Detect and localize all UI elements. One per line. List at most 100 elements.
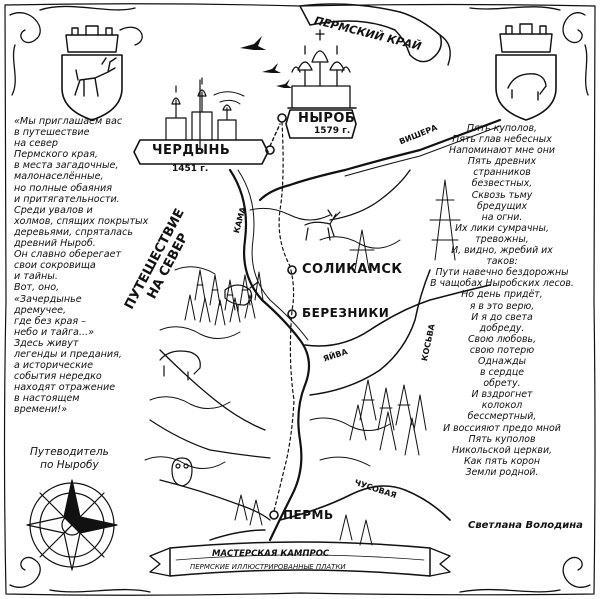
poem-line: колокол xyxy=(481,400,523,412)
invitation-line: Среди увалов и xyxy=(14,204,93,216)
nyrob-frame xyxy=(285,109,357,139)
invitation-line: легенды и предания, xyxy=(14,348,122,360)
poem-line: Напоминают мне они xyxy=(449,145,555,157)
invitation-line: где без края – xyxy=(14,315,86,327)
chusovaya-river xyxy=(279,485,451,521)
poem-line: Пути навечно бездорожны xyxy=(435,267,569,279)
invitation-line: свои сокровища xyxy=(14,260,96,272)
poem-line: И я до света xyxy=(471,311,533,323)
poem-line: Пять древних xyxy=(467,156,537,168)
coat-of-arms-right-icon xyxy=(495,23,557,121)
cherdyn-label: ЧЕРДЫНЬ xyxy=(152,143,231,158)
poem-line: Как пять корон xyxy=(464,455,540,467)
perm-marker xyxy=(269,510,279,520)
poem-line: Пять куполов, xyxy=(467,123,537,134)
scroll-ornament-bottom-right xyxy=(459,556,591,593)
invitation-line: «Зачердынье xyxy=(14,293,82,305)
nyrob-marker xyxy=(277,113,287,123)
poem-line: обрету. xyxy=(483,378,521,390)
poem-line: Их лики сумрачны, xyxy=(455,222,549,234)
scroll-ornament-top-left xyxy=(9,5,143,96)
poem-line: безвестных, xyxy=(471,178,533,190)
tree-icon xyxy=(184,179,461,546)
kosva-river xyxy=(309,269,431,396)
kama-river xyxy=(228,168,311,542)
berezniki-label: БЕРЕЗНИКИ xyxy=(302,306,390,320)
workshop-title: МАСТЕРСКАЯ КАМПРОС xyxy=(212,549,330,559)
invitation-line: в путешествие xyxy=(14,127,90,139)
invitation-line: дремучее, xyxy=(14,304,67,316)
invitation-line: «Мы приглашаем вас xyxy=(14,116,123,127)
poem-line: на огни. xyxy=(481,211,523,223)
invitation-line: в места загадочные, xyxy=(14,160,119,172)
poem-line: Пять глав небесных xyxy=(452,134,552,146)
invitation-line: небо и тайга...» xyxy=(14,326,94,338)
poem-line: В чащобах Ныробских лесов. xyxy=(430,278,574,290)
poem-line: странников xyxy=(473,167,531,179)
coat-of-arms-left-icon xyxy=(61,25,123,121)
capercaillie-icon xyxy=(224,281,259,313)
invitation-line: Вот, оно, xyxy=(14,282,60,294)
invitation-line: и притягательности. xyxy=(14,193,120,205)
poem-line: бредущих xyxy=(476,200,527,212)
invitation-line: находят отражение xyxy=(14,382,116,394)
region-title-banner xyxy=(299,3,451,66)
poem-line: Земли родной. xyxy=(465,466,539,478)
invitation-line: времени!» xyxy=(14,404,68,416)
poem-line: тревожны, xyxy=(475,233,529,245)
poem-line: Однажды xyxy=(477,355,527,367)
guide-label-line-1: Путеводитель xyxy=(30,446,109,458)
workshop-subtitle: ПЕРМСКИЕ ИЛЛЮСТРИРОВАННЫЕ ПЛАТКИ xyxy=(190,563,346,571)
workshop-banner xyxy=(149,541,451,577)
cherdyn-church-icon xyxy=(165,77,237,149)
invitation-line: в настоящем xyxy=(14,393,80,405)
poem-line: Никольской церкви, xyxy=(451,444,553,456)
poem-author: Светлана Володина xyxy=(468,520,583,531)
bird-icon xyxy=(240,36,292,88)
guide-label-line-2: по Ныробу xyxy=(40,459,99,471)
poem-line: Но день придёт, xyxy=(461,289,543,301)
invitation-line: деревьями, спряталась xyxy=(14,226,133,238)
invitation-line: Он славно оберегает xyxy=(14,249,122,261)
invitation-line: малонаселённые, xyxy=(14,171,104,183)
poem-line: я в это верю, xyxy=(469,300,535,312)
poem-line: И, видно, жребий их xyxy=(451,245,553,257)
invitation-line: на север xyxy=(14,138,59,150)
solikamsk-marker xyxy=(287,265,297,275)
poem-line: Свою любовь, xyxy=(467,333,537,345)
deer-icon xyxy=(304,209,341,241)
invitation-line: Здесь живут xyxy=(14,337,79,349)
invitation-line: события нередко xyxy=(14,371,102,383)
poem-line: таков: xyxy=(486,256,518,268)
poem-line: И вздрогнет xyxy=(471,389,533,401)
route-line xyxy=(273,121,295,512)
poem-line: бессмертный, xyxy=(467,411,537,423)
perm-label: ПЕРМЬ xyxy=(283,508,334,522)
poem-line: Пять куполов xyxy=(468,433,536,445)
compass-rose-icon xyxy=(26,479,118,571)
vishera-river xyxy=(258,118,502,202)
scroll-ornament-bottom-left xyxy=(9,556,151,593)
poem-line: И воссияют предо мной xyxy=(443,422,561,434)
yayva-river xyxy=(304,284,491,347)
cherdyn-year: 1451 г. xyxy=(172,164,209,174)
church-icon xyxy=(287,29,357,109)
invitation-line: Пермского края, xyxy=(14,149,98,161)
solikamsk-label: СОЛИКАМСК xyxy=(302,262,403,277)
poem-line: в сердце xyxy=(479,367,524,379)
nyrob-year: 1579 г. xyxy=(314,126,351,136)
route-line-cherdyn xyxy=(269,123,281,147)
invitation-line: холмов, спящих покрытых xyxy=(14,215,149,227)
invitation-line: и тайны. xyxy=(14,271,58,283)
owl-icon xyxy=(171,457,193,487)
invitation-line: но полные обаяния xyxy=(14,182,112,194)
poem-line: добреду. xyxy=(479,322,525,334)
cherdyn-frame xyxy=(133,139,269,165)
bear-icon xyxy=(159,350,201,381)
poem-line: Сквозь тьму xyxy=(471,189,533,201)
invitation-line: а исторические xyxy=(14,360,93,372)
